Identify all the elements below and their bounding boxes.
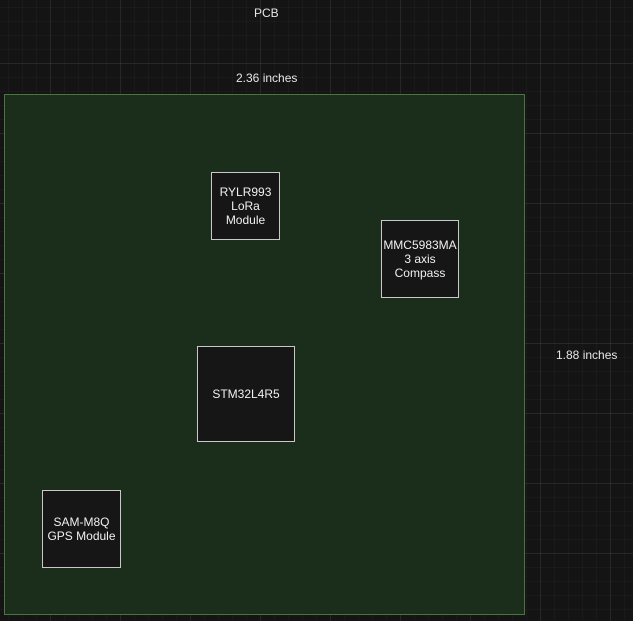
pcb-width-label: 2.36 inches — [236, 71, 298, 85]
pcb-title: PCB — [254, 6, 279, 20]
microcontroller-component[interactable]: STM32L4R5 — [197, 346, 295, 442]
pcb-height-label: 1.88 inches — [556, 348, 618, 362]
lora-module-component[interactable]: RYLR993 LoRa Module — [211, 172, 280, 240]
compass-component[interactable]: MMC5983MA 3 axis Compass — [381, 220, 459, 298]
gps-module-component[interactable]: SAM-M8Q GPS Module — [42, 490, 121, 568]
